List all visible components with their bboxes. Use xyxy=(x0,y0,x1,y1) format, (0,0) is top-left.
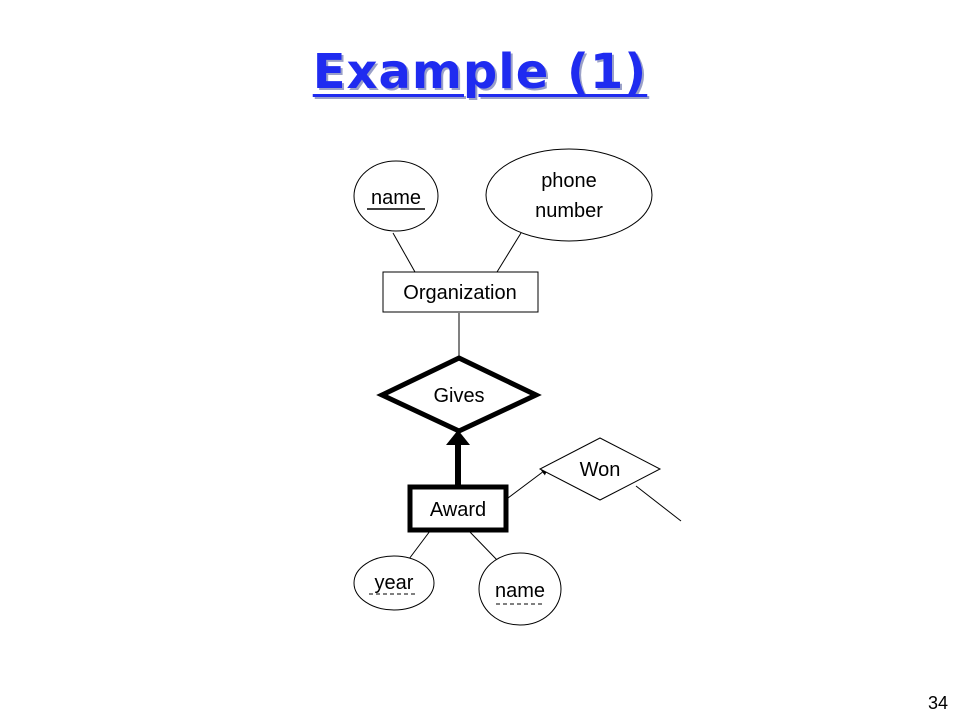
attribute-award-year xyxy=(353,555,435,611)
slide-title: Example (1) xyxy=(312,44,648,100)
entity-award-label: Award xyxy=(430,499,486,521)
attribute-phone-line2: number xyxy=(535,200,603,222)
attribute-org-name xyxy=(353,160,439,232)
relationship-won-label: Won xyxy=(580,459,621,481)
connector-won-outgoing xyxy=(635,485,682,522)
relationship-gives-label: Gives xyxy=(433,385,484,407)
attribute-phone-number xyxy=(485,148,653,242)
page-number: 34 xyxy=(927,693,948,713)
entity-organization xyxy=(382,271,539,313)
attribute-org-name-label: name xyxy=(371,187,421,209)
attribute-award-name-label: name xyxy=(495,580,545,602)
connector-org-name xyxy=(392,232,416,273)
attribute-award-name xyxy=(478,552,562,626)
connector-org-phone xyxy=(496,232,522,273)
relationship-gives xyxy=(376,355,542,434)
connector-award-won xyxy=(507,467,549,499)
entity-award xyxy=(407,484,509,533)
attribute-phone-line1: phone xyxy=(541,170,597,192)
connector-award-name xyxy=(468,530,499,562)
entity-organization-label: Organization xyxy=(403,282,516,304)
arrowhead-gives xyxy=(446,430,470,445)
attribute-award-year-label: year xyxy=(375,572,414,594)
relationship-won xyxy=(538,437,662,501)
